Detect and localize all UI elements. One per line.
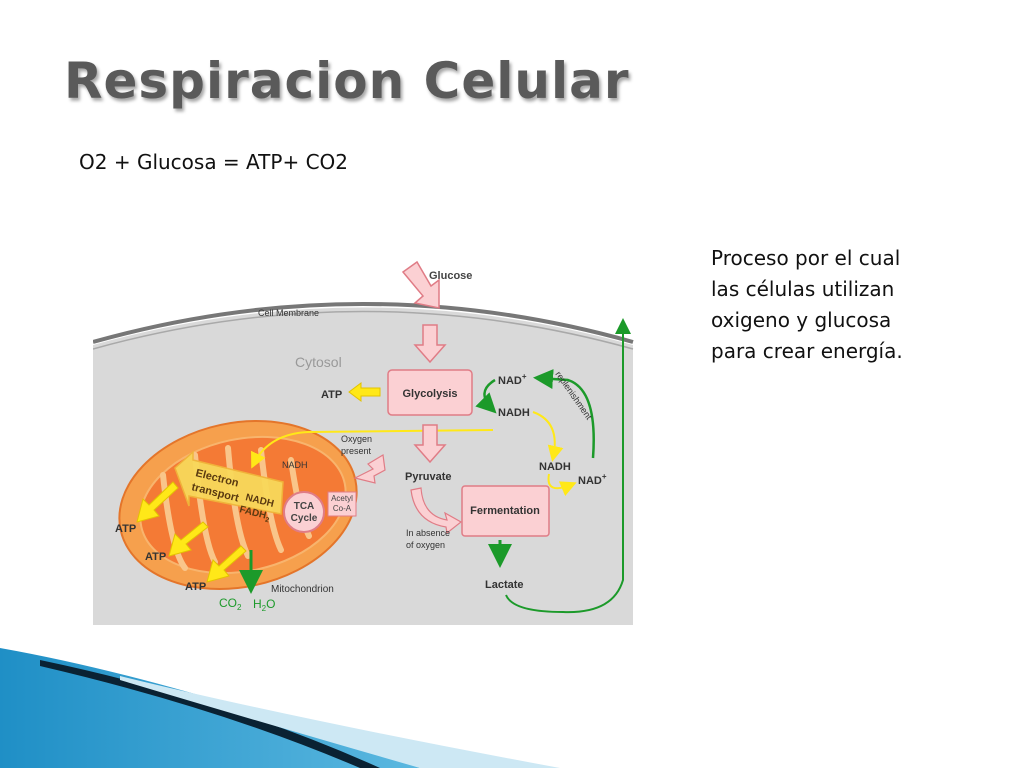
atp-arrow-mito-2 — [168, 521, 209, 557]
glycolysis-box — [387, 369, 473, 416]
description-line: oxigeno y glucosa — [711, 308, 892, 332]
slide-title: Respiracion Celular — [64, 52, 630, 110]
tca-label: TCA — [294, 501, 315, 512]
oxygen-present-label: present — [341, 446, 372, 456]
fermentation-box — [461, 485, 550, 537]
in-absence-label: of oxygen — [406, 540, 445, 550]
atp-mito-label: ATP — [115, 523, 136, 535]
fermentation-label: Fermentation — [470, 505, 540, 517]
nadh-to-nad-arrow — [547, 473, 577, 497]
tca-cycle-circle — [283, 491, 325, 533]
decor-dark-band — [40, 660, 380, 768]
description-line: para crear energía. — [711, 339, 903, 363]
nadh-fermentation-label: NADH — [539, 461, 571, 473]
nadh-to-mito-path — [251, 429, 494, 469]
h2o-label: H2O — [253, 597, 275, 613]
replenishment-arrow — [533, 369, 595, 459]
slide-decoration — [0, 648, 560, 768]
cytosol-label: Cytosol — [295, 354, 342, 370]
in-absence-label: In absence — [406, 528, 450, 538]
acetyl-label: Acetyl — [331, 494, 353, 503]
description-text: Proceso por el cual las células utilizan… — [711, 243, 971, 367]
nad-fermentation-label: NAD+ — [578, 472, 607, 487]
arrow-to-fermentation — [410, 487, 463, 535]
cellular-respiration-diagram: Cell Membrane Cytosol Glucose Electron t… — [93, 260, 634, 625]
nad-to-nadh-arrow — [475, 378, 497, 414]
nad-label: NAD+ — [498, 372, 527, 387]
nadh-mito-entry-label: NADH — [282, 460, 308, 470]
atp-arrow-glycolysis — [348, 382, 381, 402]
description-line: las células utilizan — [711, 277, 895, 301]
acetyl-coa-box — [327, 491, 357, 517]
atp-mito-label: ATP — [145, 551, 166, 563]
oxygen-present-arrow — [353, 454, 386, 484]
electron-transport-arrow — [174, 450, 284, 515]
mitochondrion-label: Mitochondrion — [271, 584, 334, 595]
coa-label: Co-A — [333, 504, 352, 513]
arrow-to-pyruvate — [413, 424, 447, 464]
cell-membrane — [93, 302, 634, 344]
description-line: Proceso por el cual — [711, 246, 901, 270]
glycolysis-label: Glycolysis — [402, 388, 457, 400]
atp-mito-label: ATP — [185, 581, 206, 593]
lactate-label: Lactate — [485, 579, 524, 591]
atp-label: ATP — [321, 389, 342, 401]
nadh-to-fermentation-arrow — [532, 411, 564, 462]
atp-arrow-mito-1 — [136, 481, 179, 523]
cell-membrane-label: Cell Membrane — [258, 308, 319, 318]
cell-membrane-inner — [93, 310, 634, 350]
co2-label: CO2 — [219, 596, 242, 612]
cycle-label: Cycle — [291, 513, 318, 524]
nadh-label: NADH — [498, 407, 530, 419]
glucose-label: Glucose — [429, 270, 472, 282]
oxygen-present-label: Oxygen — [341, 434, 372, 444]
pyruvate-label: Pyruvate — [405, 471, 451, 483]
lactate-export-arrow — [505, 318, 631, 614]
atp-arrow-mito-3 — [206, 545, 247, 583]
equation-text: O2 + Glucosa = ATP+ CO2 — [79, 150, 349, 174]
arrow-to-glycolysis — [413, 324, 447, 364]
glucose-arrow — [401, 260, 440, 309]
